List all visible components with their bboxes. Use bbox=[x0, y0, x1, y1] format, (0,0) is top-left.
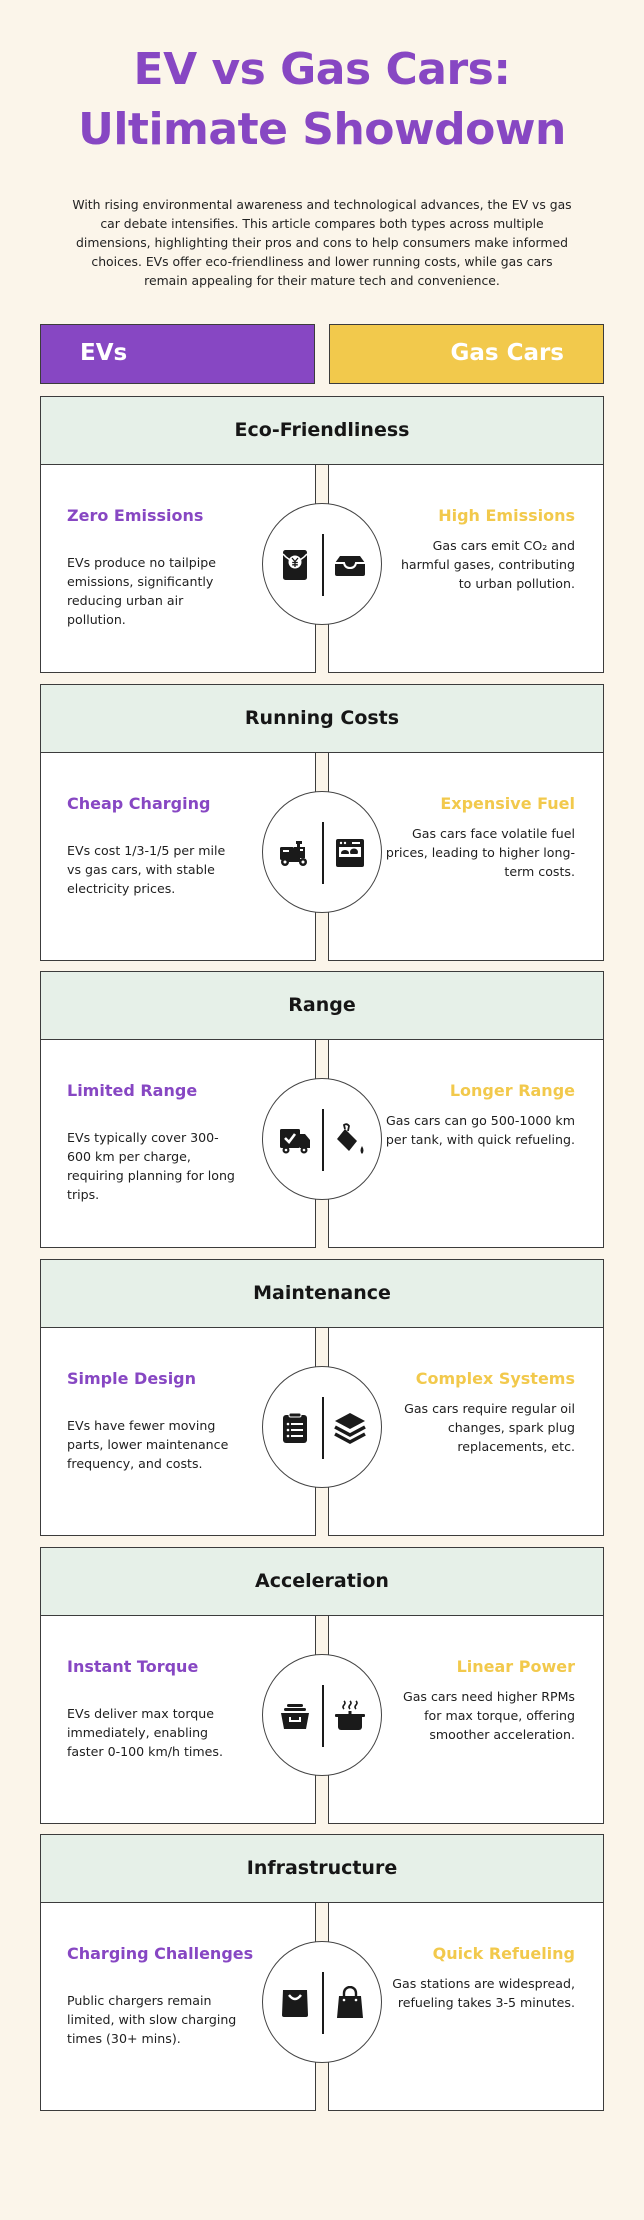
ev-card-heading: Charging Challenges bbox=[67, 1944, 254, 1963]
inbox-tray-icon bbox=[333, 548, 367, 582]
storage-box-icon bbox=[278, 1699, 312, 1733]
icon-medallion bbox=[262, 1654, 382, 1776]
medallion-divider bbox=[322, 1685, 324, 1747]
gas-card: Expensive Fuel Gas cars face volatile fu… bbox=[328, 752, 604, 961]
ev-card-text: EVs cost 1/3-1/5 per mile vs gas cars, w… bbox=[67, 843, 226, 896]
ev-card-heading: Simple Design bbox=[67, 1369, 197, 1388]
gas-card-heading: Linear Power bbox=[456, 1657, 575, 1676]
section-title: Running Costs bbox=[40, 684, 604, 753]
gas-card-heading: Longer Range bbox=[449, 1081, 575, 1100]
gas-column-header: Gas Cars bbox=[329, 324, 604, 384]
red-envelope-yen-icon bbox=[278, 548, 312, 582]
gas-card-text: Gas cars face volatile fuel prices, lead… bbox=[385, 826, 575, 879]
comparison-section-range: Range Limited Range EVs typically cover … bbox=[40, 971, 604, 1248]
title-line-2: Ultimate Showdown bbox=[78, 104, 566, 155]
section-title: Range bbox=[40, 971, 604, 1040]
gas-card-text: Gas cars emit CO₂ and harmful gases, con… bbox=[400, 538, 575, 591]
section-title: Eco-Friendliness bbox=[40, 396, 604, 465]
section-title: Acceleration bbox=[40, 1547, 604, 1616]
intro-paragraph: With rising environmental awareness and … bbox=[72, 197, 572, 288]
shopping-bag-smile-icon bbox=[278, 1986, 312, 2020]
gas-card-heading: Expensive Fuel bbox=[440, 794, 575, 813]
icon-medallion bbox=[262, 503, 382, 625]
ev-card-text: Public chargers remain limited, with slo… bbox=[67, 1993, 237, 2046]
ev-card-text: EVs have fewer moving parts, lower maint… bbox=[67, 1418, 229, 1471]
ev-card-heading: Zero Emissions bbox=[67, 506, 204, 525]
gas-card-text: Gas cars require regular oil changes, sp… bbox=[404, 1401, 575, 1454]
shopping-bag-handle-icon bbox=[333, 1986, 367, 2020]
layers-stack-icon bbox=[333, 1411, 367, 1445]
medallion-divider bbox=[322, 1972, 324, 2034]
delivery-truck-check-icon bbox=[278, 1123, 312, 1157]
scooter-icon bbox=[278, 836, 312, 870]
steaming-pot-icon bbox=[333, 1699, 367, 1733]
page-title: EV vs Gas Cars: Ultimate Showdown bbox=[0, 40, 644, 160]
dishwasher-icon bbox=[333, 836, 367, 870]
icon-medallion bbox=[262, 1366, 382, 1488]
clipboard-list-icon bbox=[278, 1411, 312, 1445]
gas-card-heading: High Emissions bbox=[438, 506, 575, 525]
ev-card-text: EVs produce no tailpipe emissions, signi… bbox=[67, 555, 216, 627]
comparison-section-maintenance: Maintenance Simple Design EVs have fewer… bbox=[40, 1259, 604, 1536]
icon-medallion bbox=[262, 1941, 382, 2063]
paint-bucket-drop-icon bbox=[333, 1123, 367, 1157]
ev-column-header: EVs bbox=[40, 324, 315, 384]
ev-card-heading: Limited Range bbox=[67, 1081, 198, 1100]
medallion-divider bbox=[322, 1397, 324, 1459]
icon-medallion bbox=[262, 1078, 382, 1200]
icon-medallion bbox=[262, 791, 382, 913]
comparison-section-infrastructure: Infrastructure Charging Challenges Publi… bbox=[40, 1834, 604, 2111]
gas-card-text: Gas stations are widespread, refueling t… bbox=[392, 1976, 575, 2010]
medallion-divider bbox=[322, 1109, 324, 1171]
title-line-1: EV vs Gas Cars: bbox=[133, 44, 511, 95]
ev-card-heading: Cheap Charging bbox=[67, 794, 211, 813]
medallion-divider bbox=[322, 534, 324, 596]
comparison-section-eco-friendliness: Eco-Friendliness Zero Emissions EVs prod… bbox=[40, 396, 604, 673]
ev-card-text: EVs deliver max torque immediately, enab… bbox=[67, 1706, 223, 1759]
ev-card-text: EVs typically cover 300-600 km per charg… bbox=[67, 1130, 235, 1202]
section-title: Maintenance bbox=[40, 1259, 604, 1328]
comparison-section-acceleration: Acceleration Instant Torque EVs deliver … bbox=[40, 1547, 604, 1824]
medallion-divider bbox=[322, 822, 324, 884]
section-title: Infrastructure bbox=[40, 1834, 604, 1903]
gas-card-heading: Quick Refueling bbox=[432, 1944, 575, 1963]
gas-card-text: Gas cars need higher RPMs for max torque… bbox=[402, 1689, 575, 1742]
ev-card-heading: Instant Torque bbox=[67, 1657, 199, 1676]
gas-card-heading: Complex Systems bbox=[415, 1369, 575, 1388]
gas-card-text: Gas cars can go 500-1000 km per tank, wi… bbox=[385, 1113, 575, 1147]
comparison-section-running-costs: Running Costs Cheap Charging EVs cost 1/… bbox=[40, 684, 604, 961]
